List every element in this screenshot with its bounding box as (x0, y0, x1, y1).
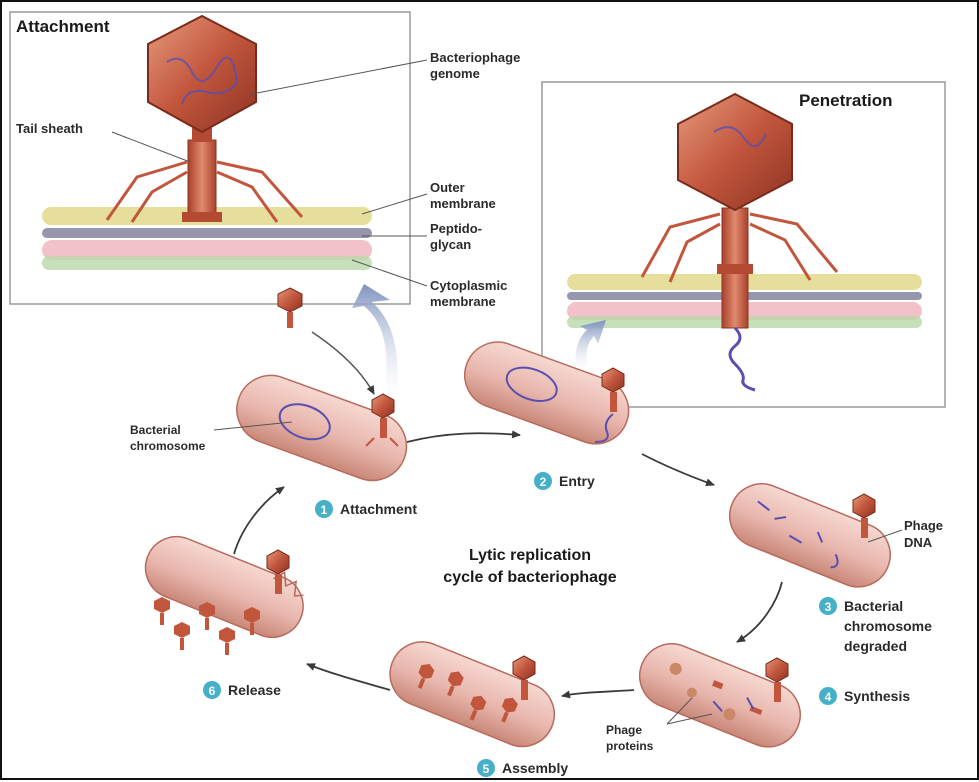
arrow-4-to-5 (562, 690, 634, 696)
step-5-label: Assembly (502, 760, 568, 776)
base-plate (182, 212, 222, 222)
arrow-3-to-4 (737, 582, 782, 642)
step-1-label: Attachment (340, 501, 417, 517)
step-5-number: 5 (483, 762, 490, 776)
step-5: 5 Assembly (477, 759, 568, 777)
step-1: 1 Attachment (315, 500, 417, 518)
step-6-number: 6 (209, 684, 216, 698)
step-2: 2 Entry (534, 472, 595, 490)
peptidoglycan-label-line1: Peptido- (430, 221, 482, 236)
step-2-number: 2 (540, 475, 547, 489)
genome-label-line1: Bacteriophage (430, 50, 520, 65)
cycle-title-line1: Lytic replication (469, 547, 591, 564)
arrow-5-to-6 (307, 664, 390, 690)
step-3-label-line3: degraded (844, 638, 907, 654)
step-3-label-line1: Bacterial (844, 598, 903, 614)
phage-proteins-callout: Phage proteins (606, 723, 654, 753)
phage-proteins-label-line1: Phage (606, 723, 642, 737)
step-3-label-line2: chromosome (844, 618, 932, 634)
tail-sheath (188, 140, 216, 218)
cytoplasmic-label-line2: membrane (430, 294, 496, 309)
bacterial-chromosome-label-line2: chromosome (130, 439, 206, 453)
step-2-label: Entry (559, 473, 595, 489)
step-3: 3 Bacterial chromosome degraded (819, 597, 932, 654)
step-3-number: 3 (825, 600, 832, 614)
attachment-inset-title: Attachment (16, 17, 110, 36)
arrow-2-to-3 (642, 454, 714, 485)
cell-synthesis (630, 634, 810, 756)
cell-degraded (720, 474, 900, 596)
step-1-number: 1 (321, 503, 328, 517)
phage-dna-label-line1: Phage (904, 518, 943, 533)
cytoplasmic-label-line1: Cytoplasmic (430, 278, 507, 293)
tail-sheath-label: Tail sheath (16, 121, 83, 136)
outer-membrane-label-line1: Outer (430, 180, 465, 195)
step-6: 6 Release (203, 681, 281, 699)
cell-assembly (380, 632, 563, 756)
penetration-inset: Penetration (542, 82, 945, 407)
step-4-number: 4 (825, 690, 832, 704)
outer-membrane-label-line2: membrane (430, 196, 496, 211)
phage-dna-callout: Phage DNA (904, 518, 943, 550)
phage-dna-label-line2: DNA (904, 535, 933, 550)
step-4-label: Synthesis (844, 688, 910, 704)
step-6-label: Release (228, 682, 281, 698)
penetration-inset-title: Penetration (799, 91, 893, 110)
cycle-title-line2: cycle of bacteriophage (443, 569, 616, 586)
bacterial-chromosome-label-line1: Bacterial (130, 423, 181, 437)
genome-label-line2: genome (430, 66, 480, 81)
attachment-inset: Attachment Tail sheath (10, 12, 427, 304)
peptidoglycan-label-line2: glycan (430, 237, 471, 252)
arrow-6-to-1 (234, 487, 284, 554)
attachment-side-labels: Bacteriophage genome Outer membrane Pept… (430, 50, 520, 309)
step-4: 4 Synthesis (819, 687, 910, 705)
arrow-1-to-2 (407, 433, 520, 442)
phage-proteins-label-line2: proteins (606, 739, 654, 753)
